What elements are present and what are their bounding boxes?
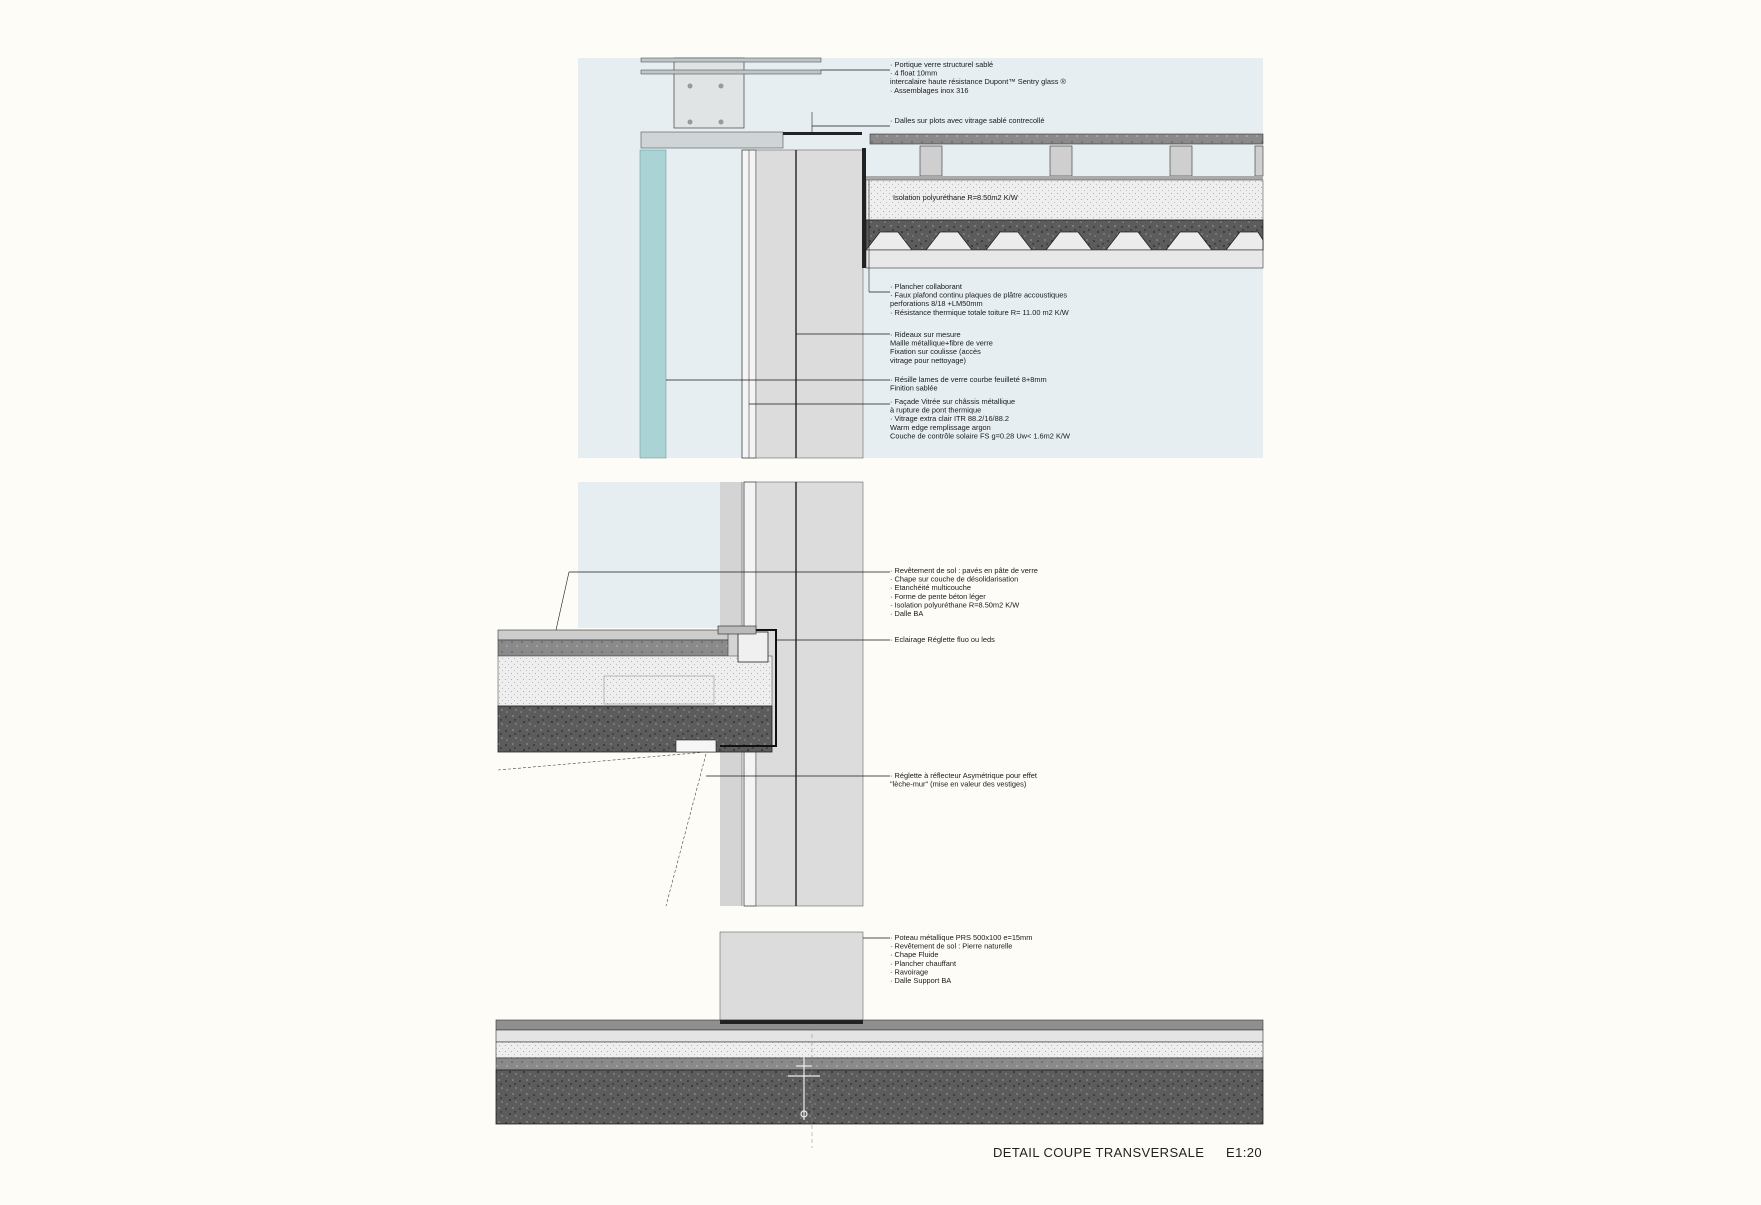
annotation-floor-line-2: · Etanchéité multicouche	[890, 583, 971, 592]
annotation-dalles-line-0: · Dalles sur plots avec vitrage sablé co…	[890, 116, 1044, 125]
heated-floor	[495, 1041, 1264, 1059]
annotation-eclairage-line-0: · Eclairage Réglette fluo ou leds	[890, 635, 995, 644]
annotation-facade-line-0: · Façade Vitrée sur châssis métallique	[890, 397, 1015, 406]
annotation-floor-line-0: · Revêtement de sol : pavés en pâte de v…	[890, 566, 1038, 575]
annotation-rideaux-line-3: vitrage pour nettoyage)	[890, 356, 966, 365]
annotation-base-line-3: · Plancher chauffant	[890, 959, 956, 968]
false-ceiling	[865, 249, 1264, 269]
light-fixture	[675, 739, 717, 753]
glass-portal	[673, 57, 745, 129]
base-section	[495, 931, 1264, 1148]
leader-lines	[569, 69, 890, 939]
drawing-title: DETAIL COUPE TRANSVERSALE	[993, 1145, 1204, 1160]
annotation-floor-line-4: · Isolation polyuréthane R=8.50m2 K/W	[890, 600, 1019, 609]
annotation-roof-line-0: · Plancher collaborant	[890, 282, 962, 291]
annotation-reglette-line-1: "lèche-mur" (mise en valeur des vestiges…	[890, 780, 1026, 789]
annotation-resille-line-1: Finition sablée	[890, 384, 938, 393]
annotations: · Portique verre structurel sablé· 4 flo…	[890, 60, 1070, 985]
annotation-facade-line-2: · Vitrage extra clair ITR 88.2/16/88.2	[890, 414, 1009, 423]
annotation-base-line-4: · Ravoirage	[890, 967, 928, 976]
annotation-top-line-1: · 4 float 10mm	[890, 69, 937, 78]
annotation-resille-line-0: · Résille lames de verre courbe feuillet…	[890, 375, 1047, 384]
annotation-rideaux-line-1: Maille métallique+fibre de verre	[890, 339, 993, 348]
support-slab	[495, 1069, 1264, 1125]
annotation-roof-line-3: · Résistance thermique totale toiture R=…	[890, 308, 1069, 317]
annotation-base-line-5: · Dalle Support BA	[890, 976, 951, 985]
annotation-roof-line-2: perforations 8/18 +LM50mm	[890, 299, 983, 308]
steel-column-bottom	[719, 931, 864, 1021]
annotation-top-line-0: · Portique verre structurel sablé	[890, 60, 993, 69]
steel-column-middle	[755, 481, 864, 907]
annotation-rideaux-line-2: Fixation sur coulisse (accès	[890, 347, 981, 356]
annotation-rideaux-line-0: · Rideaux sur mesure	[890, 330, 961, 339]
anchor-bolt	[788, 1056, 820, 1120]
sky-area-middle	[578, 482, 744, 628]
floor-section	[497, 481, 864, 907]
annotation-reglette-line-0: · Réglette à réflecteur Asymétrique pour…	[890, 771, 1037, 780]
concrete-slab	[497, 705, 773, 753]
steel-column-top	[755, 149, 864, 459]
roof-insulation	[865, 179, 1264, 221]
annotation-floor-line-5: · Dalle BA	[890, 609, 923, 618]
annotation-floor-line-1: · Chape sur couche de désolidarisation	[890, 575, 1018, 584]
annotation-facade-line-3: Warm edge remplissage argon	[890, 423, 991, 432]
annotation-base-line-1: · Revêtement de sol : Pierre naturelle	[890, 942, 1012, 951]
annotation-isolation-line-0: Isolation polyuréthane R=8.50m2 K/W	[893, 193, 1018, 202]
annotation-floor-line-3: · Forme de pente béton léger	[890, 592, 986, 601]
drawing-scale: E1:20	[1226, 1145, 1262, 1160]
annotation-top-line-3: · Assemblages inox 316	[890, 86, 968, 95]
roof-section	[578, 57, 1264, 459]
annotation-base-line-2: · Chape Fluide	[890, 950, 938, 959]
annotation-roof-line-1: · Faux plafond continu plaques de plâtre…	[890, 291, 1067, 300]
floor-insulation	[497, 655, 773, 707]
annotation-top-line-2: intercalaire haute résistance Dupont™ Se…	[890, 77, 1066, 86]
glass-resille	[639, 149, 667, 459]
annotation-facade-line-1: à rupture de pont thermique	[890, 406, 981, 415]
annotation-facade-line-4: Couche de contrôle solaire FS g=0.28 Uw<…	[890, 431, 1070, 440]
annotation-base-line-0: · Poteau métallique PRS 500x100 e=15mm	[890, 933, 1032, 942]
